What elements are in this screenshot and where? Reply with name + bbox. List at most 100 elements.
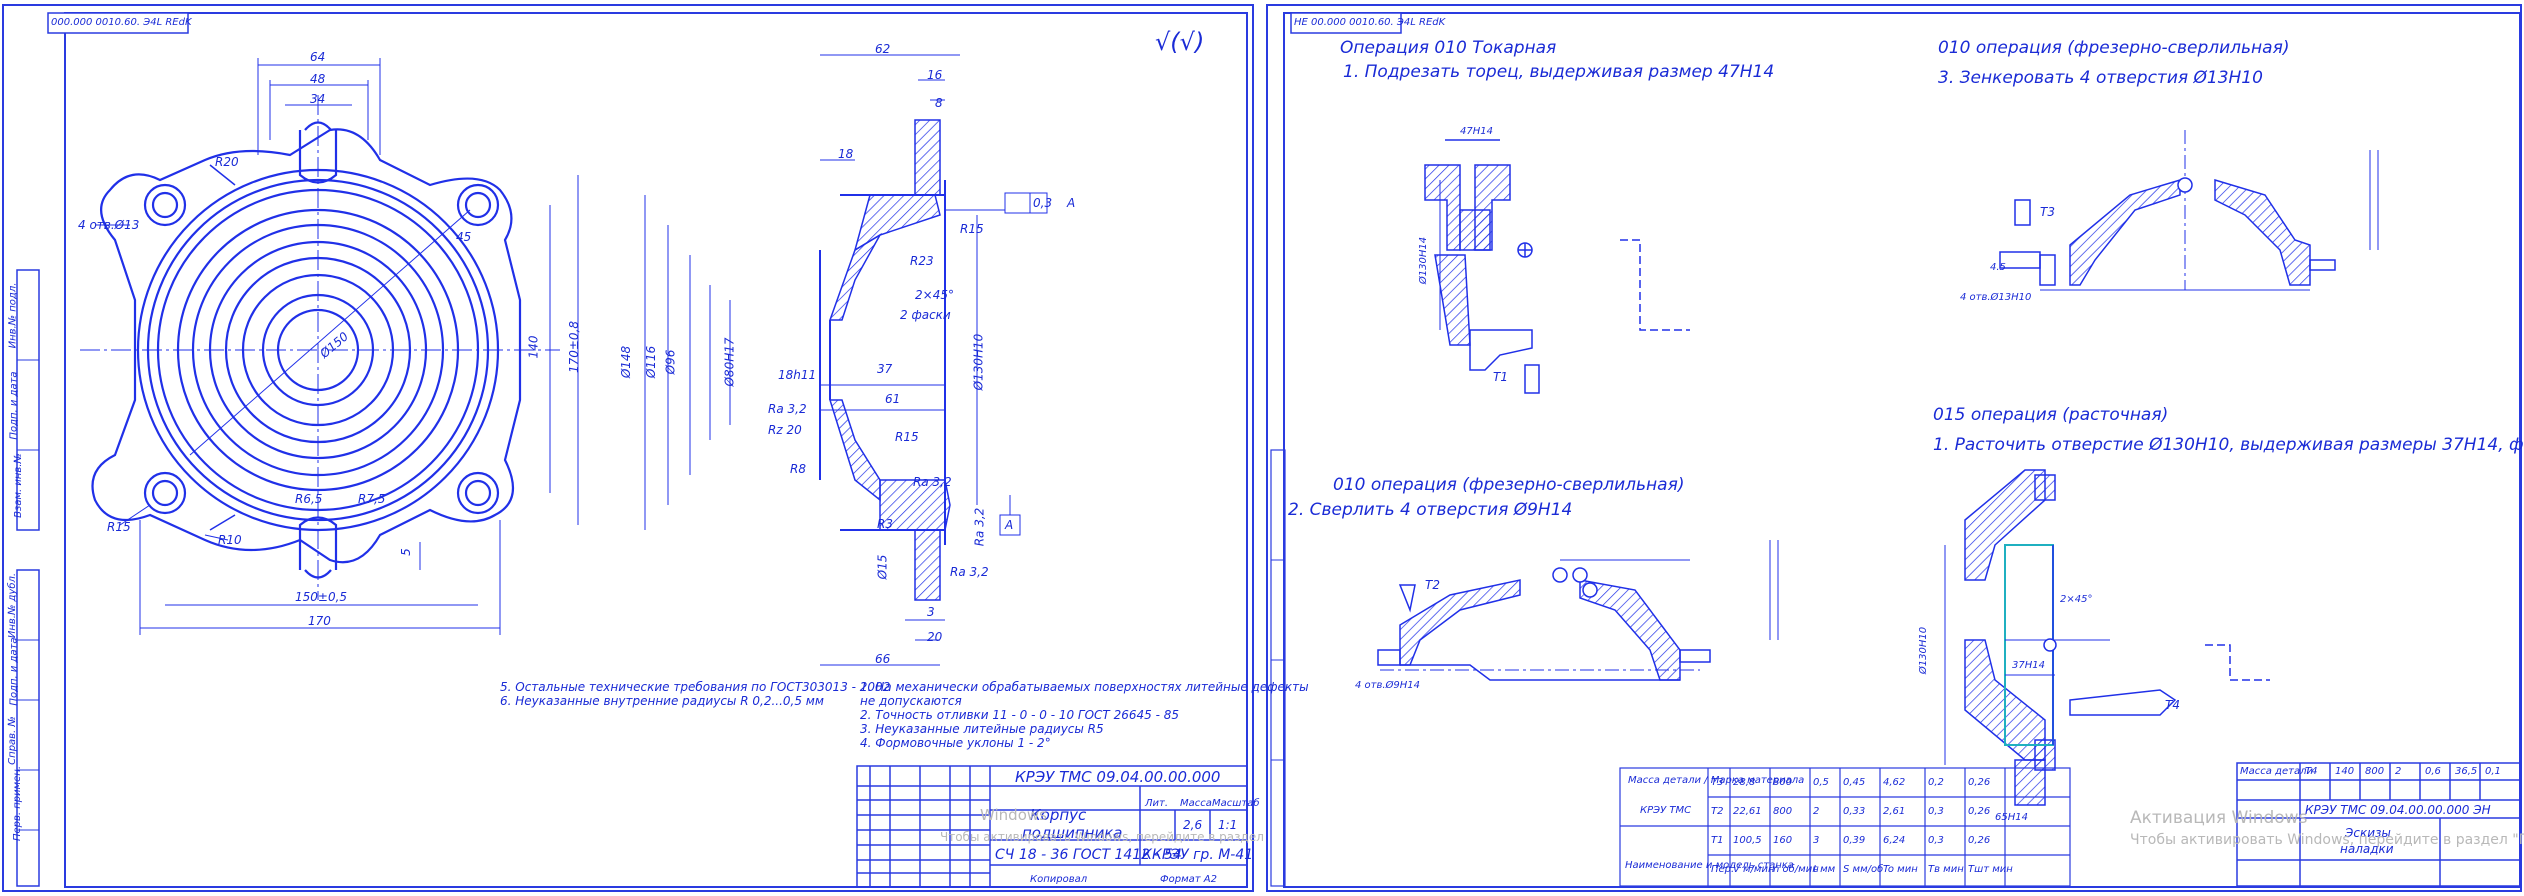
regime-cell: 0,3 [1928,835,1944,846]
tool-t4: T4 [2165,698,2180,712]
milling-sketch-a [1999,130,2379,291]
note-3: 3. Неуказанные литейные радиусы R5 [860,722,1104,736]
dim-80h17: Ø80Н17 [722,337,737,387]
title-header-value: 800 [2365,766,2385,777]
ra-32-c: Ra 3,2 [972,507,987,547]
dim-34: 34 [310,92,326,106]
left-sheet-frame [64,12,1248,888]
dim-66: 66 [875,652,891,666]
side-label-0: Инв.№ подл. [7,282,19,349]
left-title-name-1: Корпус [1030,806,1087,824]
op010-mill-title-b: 010 операция (фрезерно-сверлильная) [1333,475,1685,495]
regime-cell: To мин [1883,864,1918,875]
col-lit: Лит. [1145,798,1169,809]
left-org: ККРЭУ гр. М-41 [1142,847,1254,863]
right-title-name-1: Эскизы [2345,826,2391,840]
regime-cell: Tв мин [1928,864,1964,875]
tol-ref: A [1067,196,1076,210]
dim-148: Ø148 [619,345,634,379]
boring-sketch [1944,469,2270,806]
regime-cell: 0,3 [1928,806,1944,817]
regime-cell: 800 [1773,806,1793,817]
turning-sketch [1424,139,1690,394]
regime-cell: Т2 [1711,806,1724,817]
watermark-left-text: Чтобы активировать Windows, перейдите в … [940,830,1264,844]
regime-cell: 3 [1813,835,1820,846]
copied-label: Копировал [1030,874,1088,885]
title-header-value: 2 [2395,766,2402,777]
op010-mill-step-a: 3. Зенкеровать 4 отверстия Ø13Н10 [1938,68,2263,88]
left-stamp-box [47,12,189,34]
col-mass: Масса [1180,798,1212,809]
right-stamp-box [1290,12,1402,34]
note-2: 2. Точность отливки 11 - 0 - 0 - 10 ГОСТ… [860,708,1179,722]
sk-holes-13: 4 отв.Ø13Н10 [1960,292,2032,303]
watermark-title: Активация Windows [2130,808,2308,828]
sk-45: 4.5 [1990,262,2006,273]
op010-turn-step: 1. Подрезать торец, выдерживая размер 47… [1343,62,1775,82]
op010-turn-title: Операция 010 Токарная [1340,38,1557,58]
technical-notes-right: 1. На механически обрабатываемых поверхн… [860,680,1309,750]
regime-row-header-2: Наименование и модель станка [1625,860,1794,871]
dim-61: 61 [885,392,901,406]
dim-r8: R8 [790,462,806,476]
regime-cell: Тшт мин [1968,864,2013,875]
regime-cell: n об/мин [1773,864,1819,875]
tool-t2: T2 [1425,578,1440,592]
sk-47h14: 47Н14 [1460,126,1493,137]
title-header-value: Т4 [2305,766,2318,777]
side-label-6: Перв. примен. [12,765,24,842]
dim-8: 8 [935,96,943,110]
regime-row-header-1: КРЭУ ТМС [1640,805,1692,816]
dim-16: 16 [927,68,943,82]
dim-r7-5: R7,5 [358,492,386,506]
left-side-strip-top [16,269,40,531]
regime-cell: 0,26 [1968,835,1991,846]
regime-cell: 800 [1773,777,1793,788]
regime-cell: 0,26 [1968,777,1991,788]
dim-18: 18 [838,147,854,161]
format-label: Формат A2 [1160,874,1217,885]
dim-62: 62 [875,42,891,56]
op010-mill-step-b: 2. Сверлить 4 отверстия Ø9Н14 [1288,500,1573,520]
dim-r15: R15 [107,520,131,534]
regime-table-grid [1619,767,2071,887]
regime-cell: 100,5 [1733,835,1762,846]
side-label-1: Подп. и дата [8,371,20,440]
regime-cell: S мм/об [1843,864,1884,875]
sk-chamfer: 2×45° [2060,594,2093,605]
watermark-left-title: Windows [980,806,1047,824]
left-stamp-text: 000.000 0010.60. Э4L REdK [51,17,192,28]
regime-cell: 0,45 [1843,777,1866,788]
section-view [828,119,951,601]
side-label-2: Взам. инв.№ [12,453,24,518]
dim-130h10: Ø130Н10 [971,333,986,391]
regime-cell: V м/мин [1733,864,1775,875]
dim-r3: R3 [877,517,893,531]
title-header-value: 0,6 [2425,766,2441,777]
section-outline [819,180,946,545]
dim-37: 37 [877,362,893,376]
regime-cell: 2,61 [1883,806,1906,817]
title-header-value: 36,5 [2455,766,2478,777]
sk-holes-9: 4 отв.Ø9Н14 [1355,680,1421,691]
sk-37h14: 37Н14 [2012,660,2045,671]
sk-65: 65Н14 [1995,812,2028,823]
left-mass: 2,6 [1183,818,1203,832]
regime-row-header-0: Масса детали / Марка материала [1628,775,1805,786]
left-material: СЧ 18 - 36 ГОСТ 1412 - 54 [995,847,1182,863]
dim-3: 3 [927,605,935,619]
regime-cell: 2 [1813,806,1820,817]
dim-r15a: R15 [960,222,984,236]
ra-32-b: Ra 3,2 [913,475,952,489]
right-title-block [2236,762,2521,887]
dim-r10: R10 [218,533,242,547]
dim-15: Ø15 [875,554,890,580]
left-sheet-border [2,4,1254,892]
right-side-strip [1270,449,1286,887]
milling-sketch-b [1377,540,1779,681]
left-title-name-2: подшипника [1022,824,1123,842]
dim-150-05: 150±0,5 [295,590,348,604]
dim-r6-5: R6,5 [295,492,323,506]
dim-r15b: R15 [895,430,919,444]
